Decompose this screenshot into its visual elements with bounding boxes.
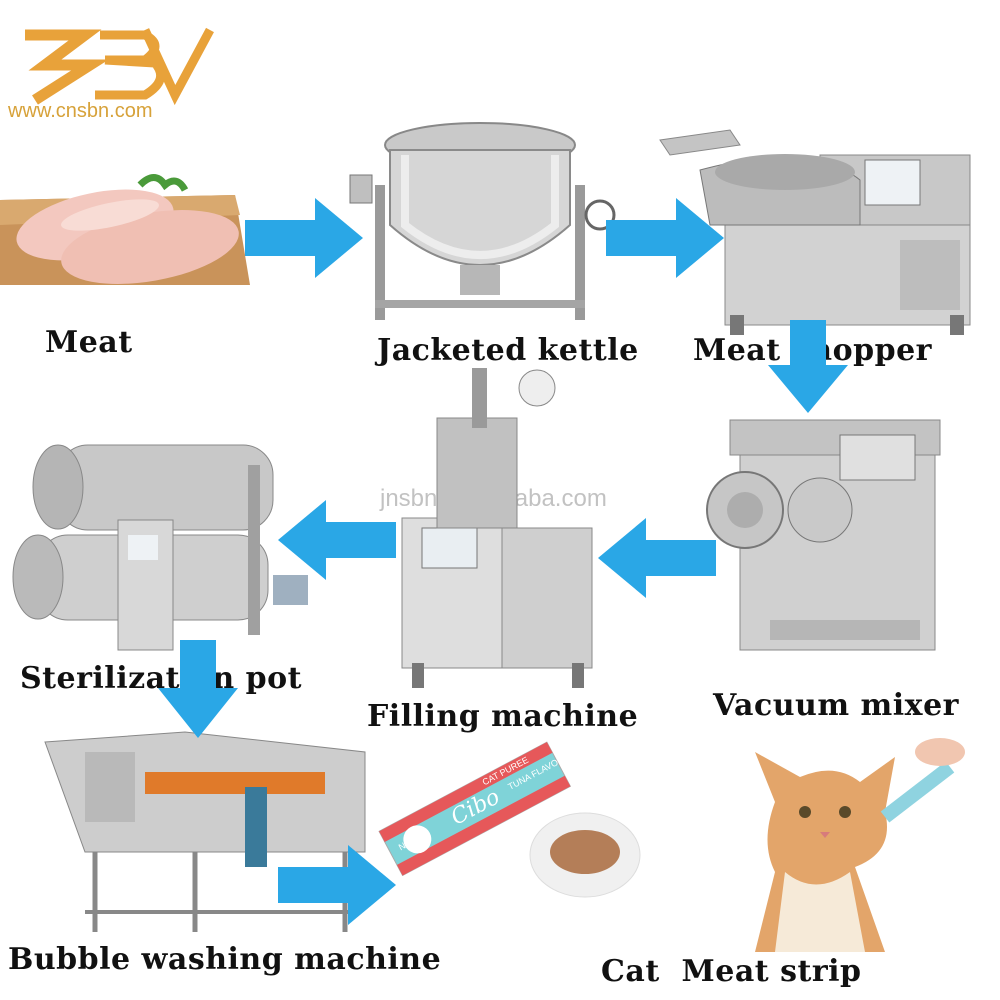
label-meat: Meat — [45, 325, 133, 360]
meat-image — [0, 174, 250, 285]
website-text: www.cnsbn.com — [8, 100, 153, 122]
arrow-kettle-to-chopper — [606, 198, 724, 278]
label-product: Cat Meat strip — [601, 954, 862, 989]
kettle-image — [349, 122, 616, 320]
label-washing: Bubble washing machine — [8, 942, 442, 977]
arrow-meat-to-kettle — [245, 198, 363, 278]
arrow-washing-to-product — [278, 845, 396, 925]
arrow-filling-to-sterilization — [278, 500, 396, 580]
arrow-chopper-to-mixer — [768, 320, 848, 413]
sterilization-pot-image — [12, 444, 308, 651]
label-kettle: Jacketed kettle — [377, 333, 639, 368]
arrow-sterilization-to-washing — [158, 640, 238, 738]
meat-strip-image — [378, 741, 641, 898]
cat-image — [755, 738, 965, 952]
washing-machine-image — [44, 731, 366, 932]
label-filling: Filling machine — [367, 699, 639, 734]
label-mixer: Vacuum mixer — [713, 688, 959, 723]
chopper-image — [659, 129, 971, 335]
brand-logo — [25, 27, 214, 106]
filling-machine-image — [401, 368, 593, 688]
arrow-mixer-to-filling — [598, 518, 716, 598]
mixer-image — [706, 419, 941, 651]
